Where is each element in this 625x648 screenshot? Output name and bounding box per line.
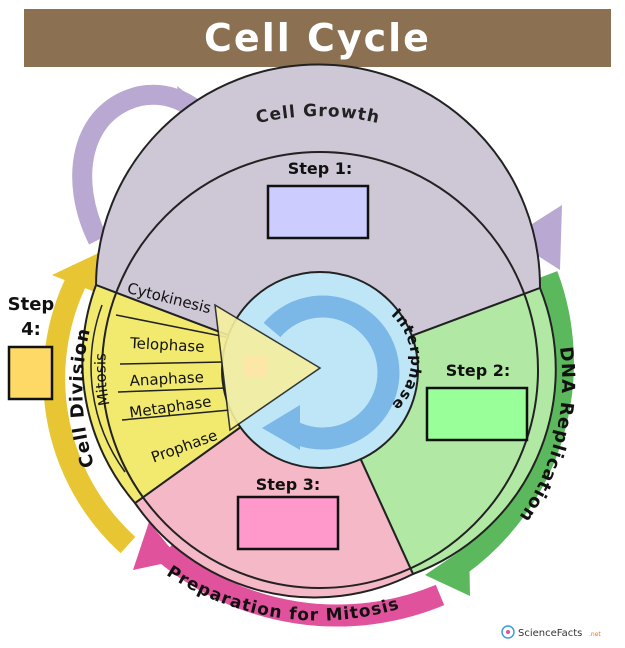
dna-replication-arrow [453, 271, 574, 574]
recycle-loop-arrow [72, 84, 202, 245]
interphase-arrowhead [262, 405, 300, 450]
dna-replication-arrowhead [425, 545, 470, 596]
step2-answer-box[interactable] [425, 386, 529, 442]
stage-anaphase-label: Anaphase [129, 368, 204, 390]
preparation-arrow [157, 544, 445, 627]
stage-telophase-label: Telophase [129, 334, 205, 356]
step1-answer-box[interactable] [266, 184, 370, 240]
step4-answer-box[interactable] [7, 345, 54, 401]
step3-label: Step 3: [256, 475, 321, 494]
cell-growth-arrowhead [510, 205, 562, 270]
preparation-arrowhead [133, 522, 180, 570]
step4-label-line1: Step [7, 294, 55, 315]
cell-division-arrowhead [52, 250, 105, 292]
mitosis-sector [81, 283, 323, 505]
step4-label-line2: 4: [21, 319, 41, 340]
brand-suffix: .net [589, 631, 601, 638]
mitosis-inner-ring [90, 304, 126, 473]
page-title: Cell Cycle [204, 16, 431, 60]
step3-answer-box[interactable] [236, 495, 340, 551]
interphase-arrow [263, 295, 400, 450]
step4-label: Step 4: [6, 292, 56, 342]
title-banner: Cell Cycle [24, 9, 611, 67]
cell-division-arrow [43, 264, 136, 554]
brand-logo: ScienceFacts .net [501, 625, 601, 639]
brand-name: ScienceFacts [518, 628, 582, 639]
step1-label: Step 1: [288, 159, 353, 178]
step2-label: Step 2: [446, 361, 511, 380]
